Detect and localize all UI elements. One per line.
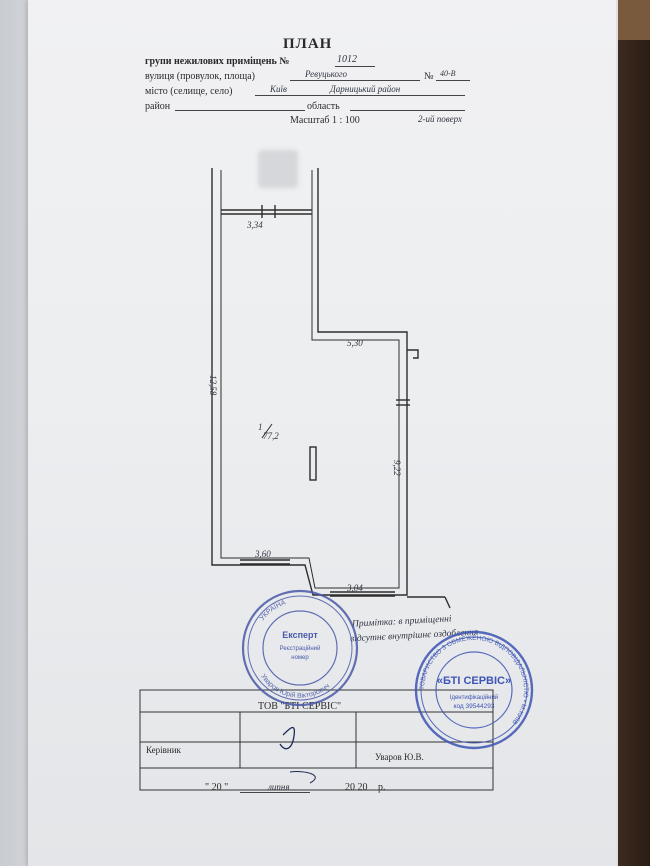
stamp-right-code: код 39544293 <box>454 703 495 710</box>
stamp-right-center: «БТІ СЕРВІС» <box>437 675 511 687</box>
number-value: 40-В <box>440 69 456 78</box>
date-day: " 20 " <box>205 782 229 793</box>
street-label: вулиця (провулок, площа) <box>145 71 256 82</box>
room-area: 77,2 <box>263 431 279 441</box>
dim-bottom-left: 3,60 <box>255 549 271 559</box>
stamp-left-line2: номер <box>291 655 309 661</box>
date-suffix: р. <box>378 782 386 793</box>
city-label: місто (селище, село) <box>145 86 233 97</box>
stamp-right-code-label: Ідентифікаційний <box>450 694 498 701</box>
dim-bottom-right: 3,04 <box>347 583 363 593</box>
stamp-left-title: Експерт <box>282 630 318 640</box>
signer-name: Уваров Ю.В. <box>375 752 424 762</box>
company-name: ТОВ "БТІ СЕРВІС" <box>258 701 342 712</box>
date-year: 20 20 <box>345 782 368 793</box>
scale-label: Масштаб 1 : 100 <box>290 115 360 126</box>
page-title: ПЛАН <box>283 36 333 52</box>
dim-mid: 5,30 <box>347 338 363 348</box>
floor-label: 2-ий поверх <box>418 114 462 124</box>
head-label: Керівник <box>146 745 181 755</box>
room-number: 1 <box>258 422 263 432</box>
subtitle-label: групи нежилових приміщень № <box>145 56 290 67</box>
district-value: Дарницький район <box>330 84 401 94</box>
date-month: липня <box>268 782 290 792</box>
district-label: район <box>145 101 171 112</box>
redacted-area <box>258 150 298 188</box>
number-label: № <box>424 71 434 82</box>
stamp-left-line1: Реєстраційний <box>280 645 321 652</box>
premises-number: 1012 <box>337 54 357 65</box>
region-label: область <box>307 101 340 112</box>
city-value: Київ <box>270 84 287 94</box>
dim-top: 3,34 <box>247 220 263 230</box>
document-page <box>28 0 616 866</box>
street-value: Ревуцького <box>305 69 348 79</box>
